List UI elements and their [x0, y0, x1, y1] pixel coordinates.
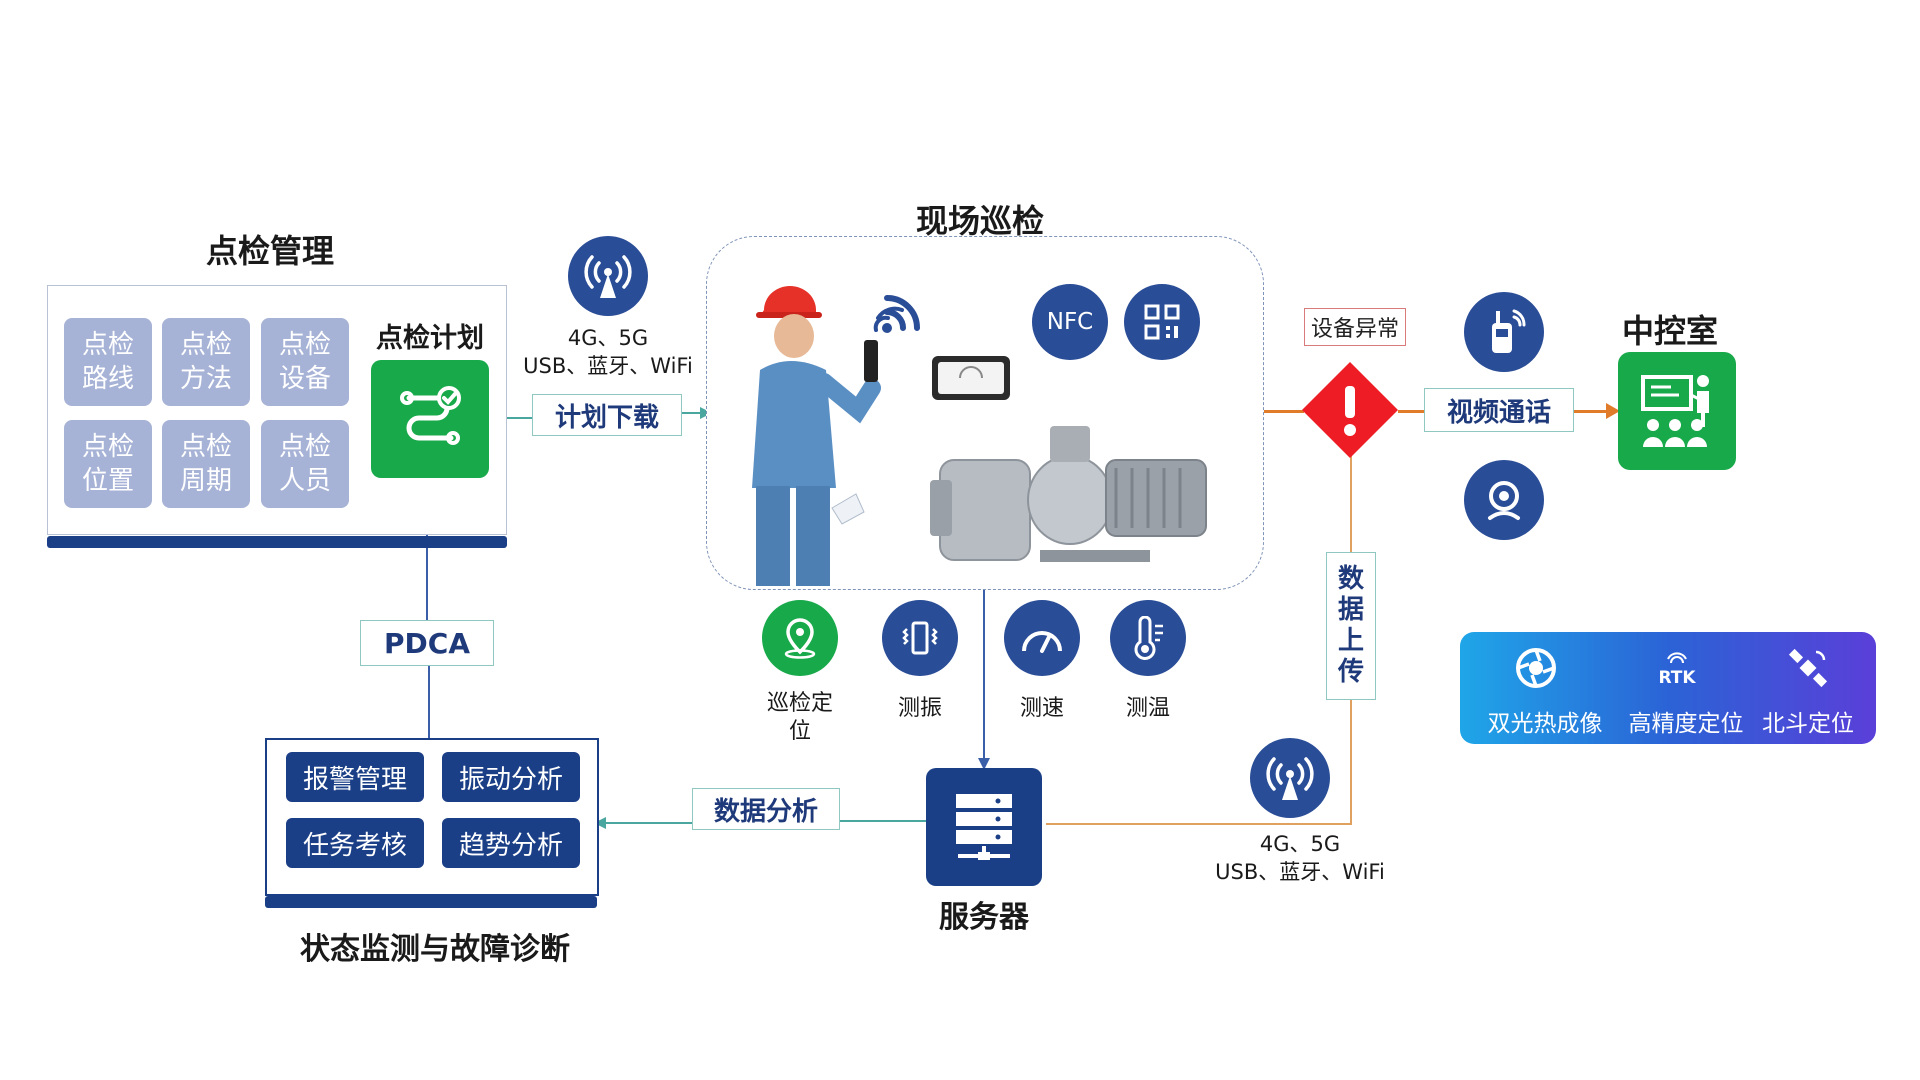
- thermometer-icon: [1134, 616, 1163, 660]
- route-check-icon: [400, 386, 461, 445]
- server-label: 服务器: [939, 900, 1029, 935]
- walkie-talkie-icon: [1492, 309, 1526, 353]
- feature-rtk-label: 高精度定位: [1628, 711, 1744, 737]
- inspection-mgmt-title: 点检管理: [205, 232, 334, 270]
- chip-alarm[interactable]: 报警管理: [286, 752, 424, 802]
- satellite-icon: [1788, 648, 1828, 688]
- monitoring-base: [265, 896, 597, 908]
- control-room-title: 中控室: [1621, 312, 1718, 350]
- speedometer-icon: [1022, 631, 1062, 653]
- wireless-top-line1: 4G、5G: [567, 326, 649, 350]
- wireless-top-text: 4G、5G USB、蓝牙、WiFi: [496, 324, 720, 380]
- webcam-icon: [1488, 481, 1520, 520]
- plan-label: 点检计划: [376, 323, 484, 354]
- connector-onsite-warning: [1264, 410, 1304, 413]
- thermal-lens-icon: [1516, 648, 1556, 688]
- sensor-location[interactable]: [762, 600, 838, 676]
- connector-server-analysis: [838, 820, 926, 822]
- qr-circle[interactable]: [1124, 284, 1200, 360]
- connector-plan-pdca: [426, 478, 428, 620]
- connector-warning-video: [1398, 410, 1424, 413]
- connector-video-control: [1572, 410, 1610, 413]
- tile-cycle[interactable]: 点检 周期: [162, 420, 250, 508]
- wireless-top: [568, 236, 648, 316]
- wifi-signal-icon: [882, 295, 920, 333]
- sensor-temperature-label: 测温: [1125, 696, 1170, 721]
- sensor-vibration[interactable]: [882, 600, 958, 676]
- rtk-badge: RTK: [1658, 668, 1696, 688]
- video-call-label: 视频通话: [1424, 388, 1574, 432]
- pdca-label: PDCA: [360, 620, 494, 666]
- plan-download-label: 计划下载: [532, 394, 682, 436]
- webcam-circle[interactable]: [1464, 460, 1544, 540]
- connector-pdca-monitor: [428, 664, 430, 738]
- arrow-to-control: [1606, 403, 1620, 419]
- onsite-title: 现场巡检: [915, 202, 1044, 240]
- wireless-bottom: [1250, 738, 1330, 818]
- nfc-circle[interactable]: NFC: [1032, 284, 1108, 360]
- wireless-tower-icon: [584, 255, 632, 298]
- server-card[interactable]: [926, 768, 1042, 886]
- warning-diamond-icon: [1302, 362, 1398, 458]
- inspection-mgmt-base: [47, 536, 507, 548]
- connector-download: [680, 412, 704, 414]
- monitoring-title: 状态监测与故障诊断: [300, 932, 570, 967]
- sensor-speed[interactable]: [1004, 600, 1080, 676]
- tile-position[interactable]: 点检 位置: [64, 420, 152, 508]
- sensor-speed-label: 测速: [1019, 696, 1064, 721]
- walkie-talkie-circle[interactable]: [1464, 292, 1544, 372]
- control-room-card[interactable]: [1618, 352, 1736, 470]
- server-icon: [956, 794, 1012, 860]
- nfc-label: NFC: [1046, 309, 1094, 335]
- meeting-room-icon: [1641, 375, 1709, 447]
- pump-equipment-figure: [930, 426, 1207, 562]
- tile-route[interactable]: 点检 路线: [64, 318, 152, 406]
- chip-vibration-analysis[interactable]: 振动分析: [442, 752, 580, 802]
- feature-beidou-label: 北斗定位: [1762, 711, 1854, 737]
- chip-task-assessment[interactable]: 任务考核: [286, 818, 424, 868]
- connector-onsite-server: [983, 588, 985, 760]
- wireless-bottom-line2: USB、蓝牙、WiFi: [1215, 860, 1385, 884]
- plan-card[interactable]: [371, 360, 489, 478]
- wireless-tower-icon: [1266, 757, 1314, 800]
- sensor-location-label: 巡检定 位: [766, 691, 833, 744]
- device-abnormal-label: 设备异常: [1304, 308, 1406, 346]
- vibration-icon: [902, 621, 938, 655]
- tile-personnel[interactable]: 点检 人员: [261, 420, 349, 508]
- data-upload-label: 数 据 上 传: [1326, 552, 1376, 700]
- rtk-signal-icon: [1667, 652, 1687, 664]
- tile-method[interactable]: 点检 方法: [162, 318, 250, 406]
- connector-plan: [490, 417, 532, 419]
- wireless-bottom-text: 4G、5G USB、蓝牙、WiFi: [1188, 830, 1412, 886]
- sensor-temperature[interactable]: [1110, 600, 1186, 676]
- chip-trend-analysis[interactable]: 趋势分析: [442, 818, 580, 868]
- sensor-device-icon: [932, 356, 1010, 400]
- sensor-vibration-label: 测振: [897, 696, 942, 721]
- feature-thermal-label: 双光热成像: [1487, 711, 1603, 737]
- inspector-worker-figure: [752, 286, 904, 586]
- tile-device[interactable]: 点检 设备: [261, 318, 349, 406]
- arrow-to-server: [978, 758, 990, 770]
- wireless-top-line2: USB、蓝牙、WiFi: [523, 354, 693, 378]
- rtk-icon: RTK: [1652, 650, 1702, 690]
- location-pin-icon: [784, 618, 816, 659]
- connector-upload-horizontal: [1046, 823, 1352, 825]
- connector-analysis-monitor: [604, 822, 692, 824]
- wireless-bottom-line1: 4G、5G: [1259, 832, 1341, 856]
- qr-code-icon: [1144, 304, 1180, 340]
- data-analysis-label: 数据分析: [692, 788, 840, 830]
